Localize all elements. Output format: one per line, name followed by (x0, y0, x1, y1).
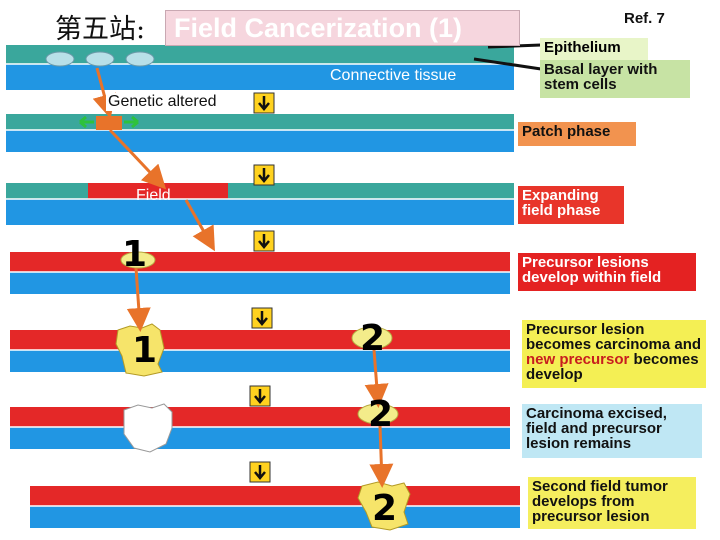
green-arrow-icon (79, 115, 94, 129)
lesion-number: 2 (368, 394, 393, 435)
precursor-lesion (120, 251, 156, 269)
field-label: Field (136, 187, 171, 204)
epithelium-leader-line (487, 43, 542, 49)
orange-arrow-icon (364, 349, 389, 408)
stage-label-text: Precursor lesion becomes carcinoma and (526, 321, 702, 353)
down-arrow-marker-icon (249, 385, 271, 407)
tissue-band-patch (6, 114, 514, 152)
lesion-number: 2 (372, 488, 397, 529)
stage-label-carcinoma: Precursor lesion becomes carcinoma and n… (522, 320, 706, 388)
station-label: 第五站: (55, 14, 146, 45)
down-arrow-marker-icon (249, 461, 271, 483)
basal-leader-line (473, 57, 542, 71)
genetic-altered-label: Genetic altered (106, 93, 219, 111)
stage-label-excised: Carcinoma excised, field and precursor l… (522, 404, 702, 458)
new-precursor-highlight: new precursor (526, 351, 630, 368)
stage-label-second-tumor: Second field tumor develops from precurs… (528, 477, 696, 529)
epithelium-label: Epithelium (540, 38, 648, 60)
tissue-band-precursor (10, 251, 510, 294)
tissue-band-excised (10, 403, 510, 453)
stage-label-precursor: Precursor lesions develop within field (518, 253, 696, 291)
tissue-band-normal (6, 45, 514, 90)
tissue-band-expanding-field (6, 183, 514, 225)
new-precursor-lesion (351, 326, 393, 350)
genetic-patch (96, 116, 122, 130)
page-title: Field Cancerization (1) (165, 10, 520, 46)
orange-arrow-icon (369, 425, 394, 488)
tissue-band-second-tumor (30, 481, 520, 531)
down-arrow-marker-icon (253, 164, 275, 186)
connective-tissue-label: Connective tissue (330, 67, 457, 84)
stage-label-patch: Patch phase (518, 122, 636, 146)
down-arrow-marker-icon (253, 92, 275, 114)
stage-label-expanding: Expanding field phase (518, 186, 624, 224)
tissue-band-carcinoma (10, 323, 510, 377)
down-arrow-marker-icon (251, 307, 273, 329)
orange-arrow-icon (126, 267, 151, 332)
lesion-number: 1 (122, 234, 147, 275)
down-arrow-marker-icon (253, 230, 275, 252)
stage-label-text: becomes develop (526, 351, 699, 383)
lesion-number: 1 (132, 330, 157, 371)
lesion-number: 2 (360, 318, 385, 359)
orange-arrow-icon (108, 128, 167, 190)
excised-area (123, 403, 173, 453)
reference-label: Ref. 7 (624, 10, 665, 27)
green-arrow-icon (124, 115, 139, 129)
orange-arrow-icon (184, 199, 215, 252)
basal-layer-label: Basal layer with stem cells (540, 60, 690, 98)
